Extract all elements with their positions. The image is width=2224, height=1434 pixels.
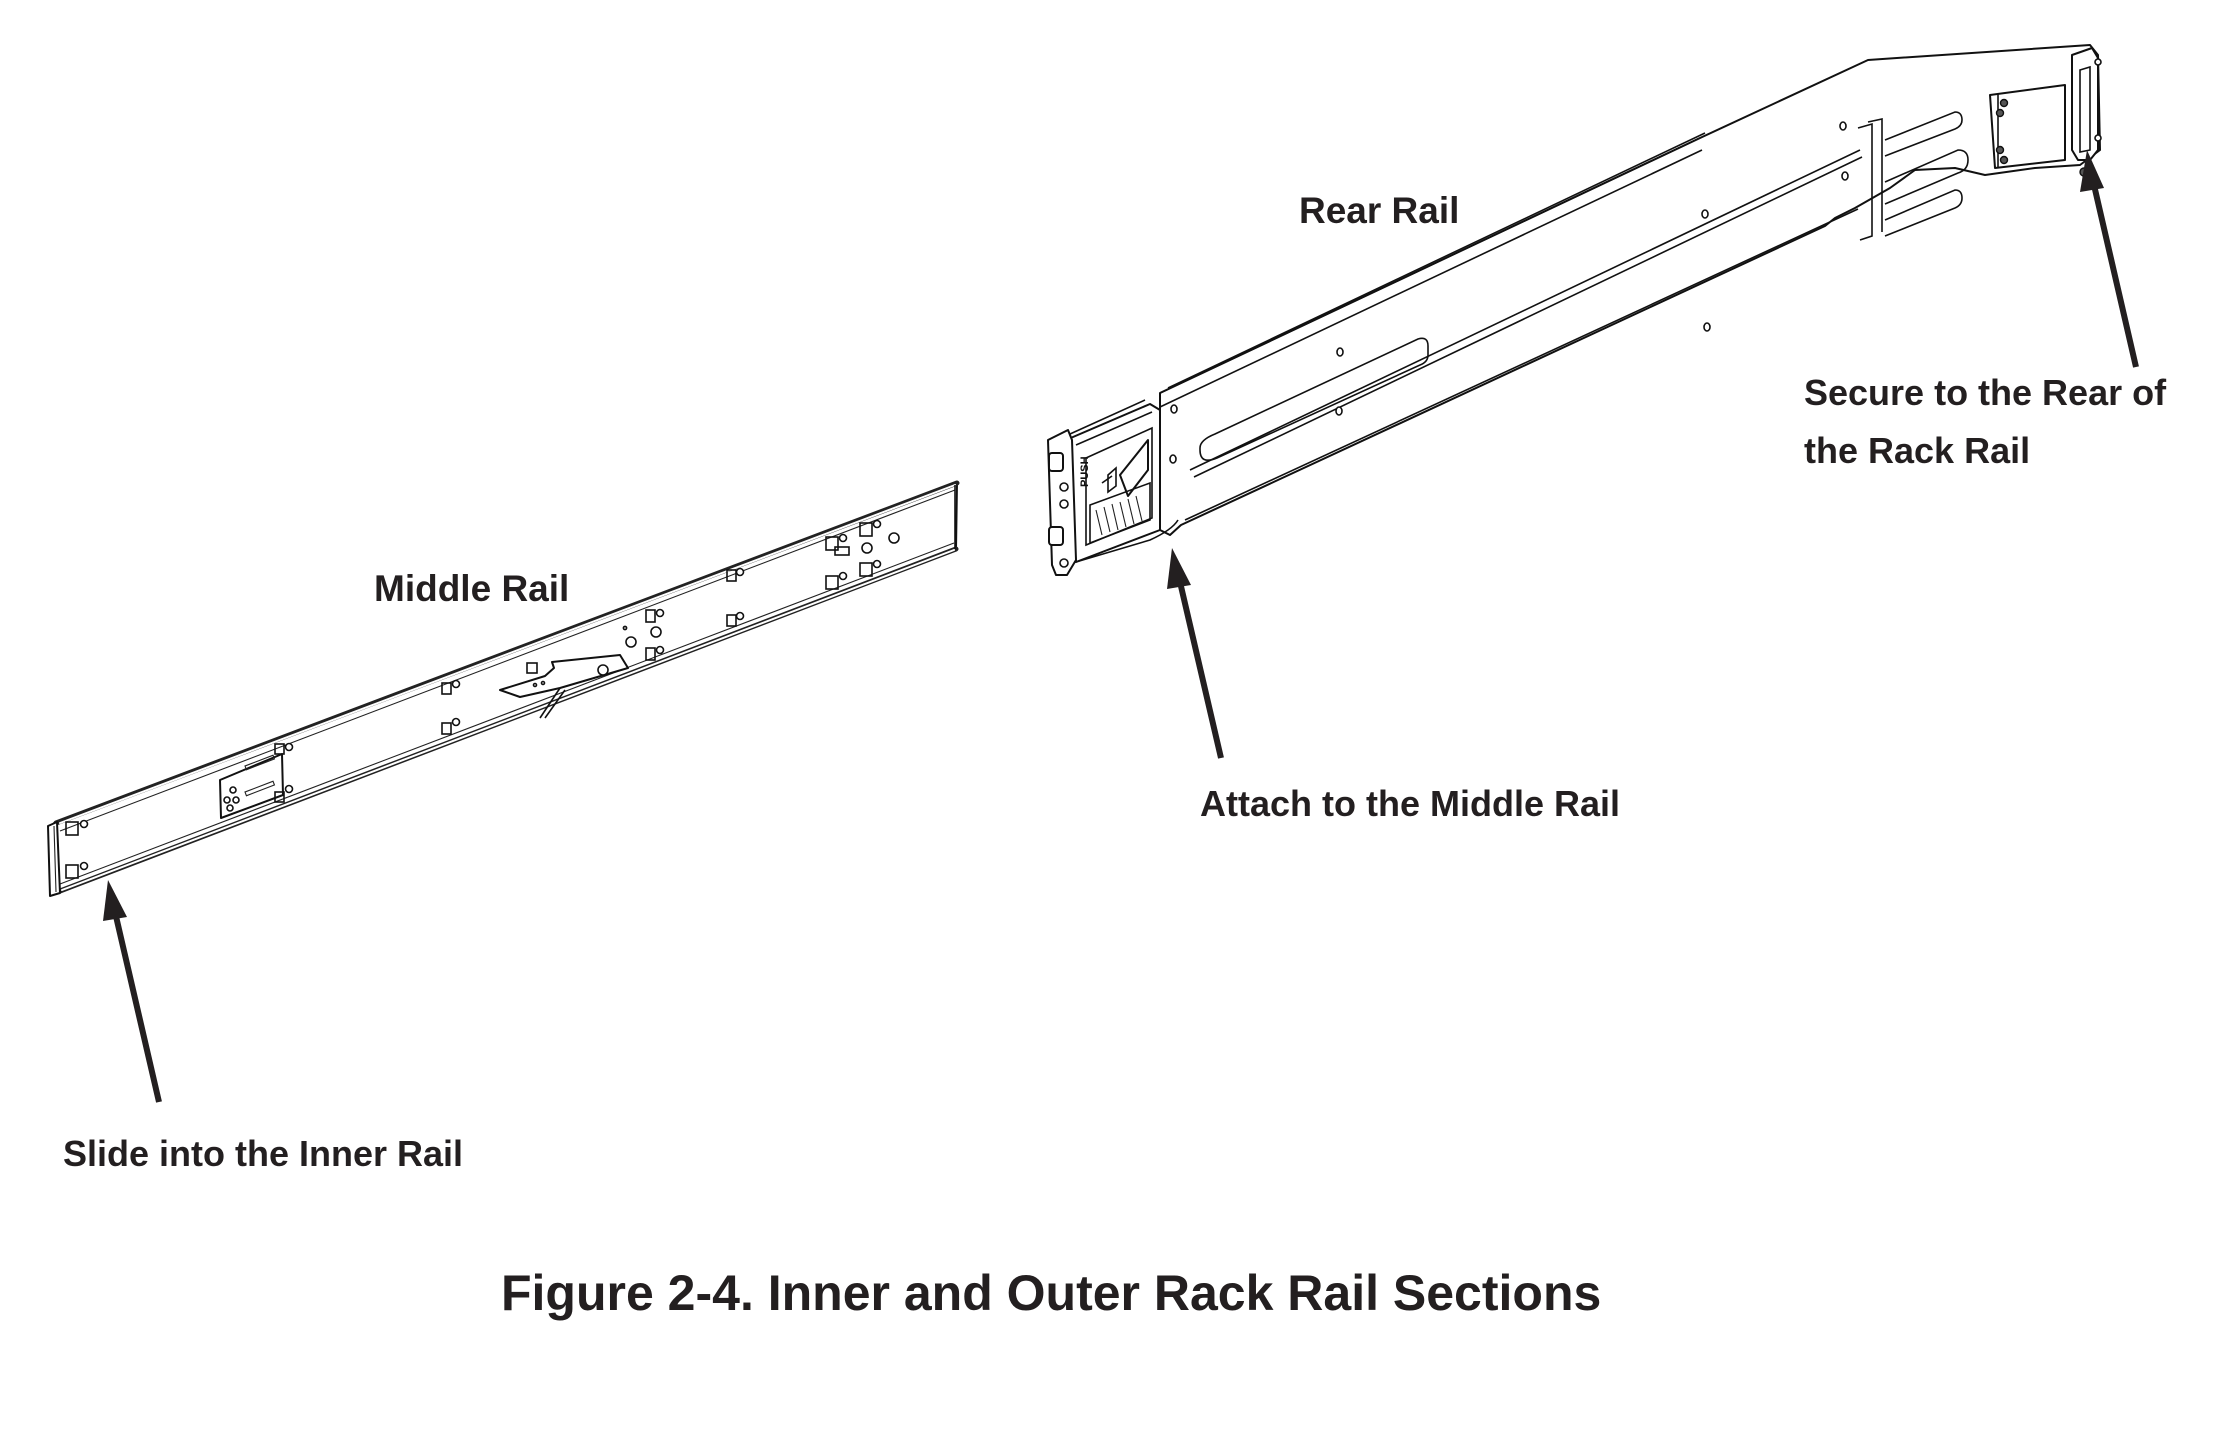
secure-rear-callout-line2: the Rack Rail <box>1804 430 2031 471</box>
arrow-slide-inner <box>103 880 162 1103</box>
middle-rail-label: Middle Rail <box>374 568 570 609</box>
slide-inner-callout: Slide into the Inner Rail <box>63 1133 464 1174</box>
rear-rail-label: Rear Rail <box>1299 190 1460 231</box>
attach-middle-callout: Attach to the Middle Rail <box>1200 783 1621 824</box>
rear-rail-drawing: PUSH <box>1047 44 2102 576</box>
arrow-secure-rear <box>2080 150 2139 368</box>
figure-caption: Figure 2-4. Inner and Outer Rack Rail Se… <box>501 1265 1602 1321</box>
latch-push-text: PUSH <box>1079 456 1091 487</box>
secure-rear-callout-line1: Secure to the Rear of <box>1804 372 2167 413</box>
secure-rear-callout: Secure to the Rear of the Rack Rail <box>1804 364 2166 480</box>
arrow-attach-middle <box>1167 548 1224 759</box>
middle-rail-drawing <box>47 480 960 897</box>
